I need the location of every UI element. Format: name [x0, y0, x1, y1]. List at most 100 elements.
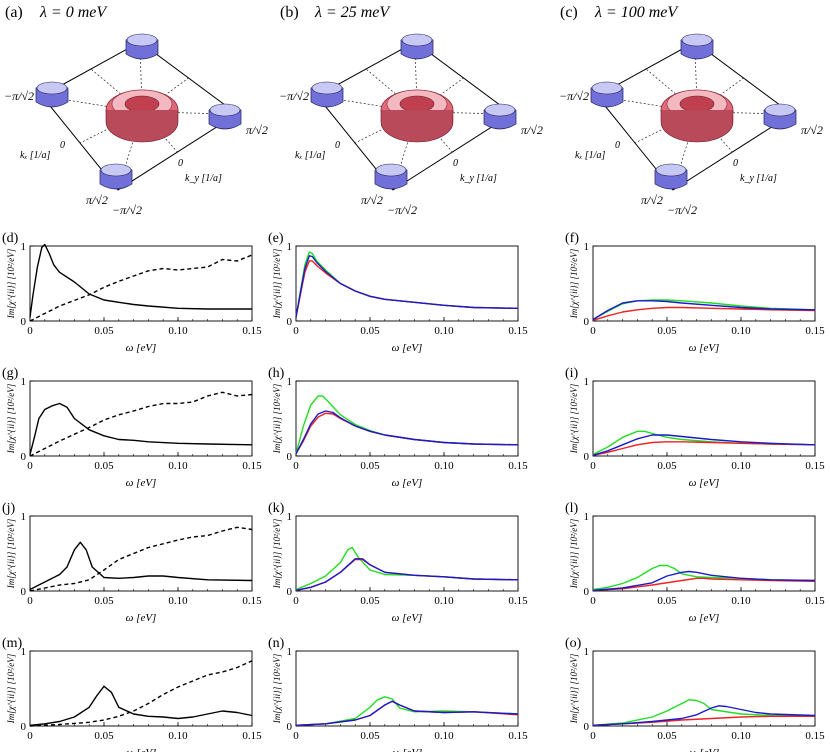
- panel-title: λ = 100 meV: [594, 4, 679, 21]
- y-tick-label: 0: [584, 451, 590, 463]
- x-tick-label: 0.15: [508, 325, 528, 337]
- x-tick-label: 0.05: [94, 595, 114, 607]
- panel-label: (d): [2, 231, 19, 246]
- corner-pocket: [125, 33, 159, 60]
- y-tick-label: 0: [21, 721, 27, 733]
- series-line: [29, 254, 253, 322]
- y-tick-label: 0: [21, 586, 27, 598]
- corner-pocket: [590, 81, 624, 108]
- kx-axis-label: kₓ [1/a]: [20, 150, 50, 161]
- x-axis-label: ω [eV]: [689, 612, 720, 624]
- corner-pocket: [310, 81, 344, 108]
- corner-pocket: [654, 163, 688, 190]
- neg-pi-label: −π/√2: [4, 89, 34, 103]
- panel-label: (l): [565, 501, 579, 516]
- x-tick-label: 0.10: [434, 325, 454, 337]
- series-line: [295, 410, 519, 455]
- pi-label-right: π/√2: [801, 123, 823, 137]
- x-tick-label: 0.10: [168, 460, 188, 472]
- y-tick-label: 1: [21, 376, 27, 388]
- x-tick-label: 0.15: [508, 460, 528, 472]
- x-tick-label: 0.15: [242, 595, 262, 607]
- panel-label: (e): [268, 231, 284, 246]
- neg-pi-label-bottom: −π/√2: [667, 203, 697, 217]
- series-line: [592, 299, 816, 321]
- surface-panel-0: (a)λ = 0 meV−π/√2π/√2π/√2−π/√2kₓ [1/a]k_…: [4, 4, 268, 217]
- neg-pi-label: −π/√2: [279, 89, 309, 103]
- x-tick-label: 0.10: [731, 730, 751, 742]
- y-tick-label: 0: [287, 451, 293, 463]
- surface-panel-2: (c)λ = 100 meV−π/√2π/√2π/√2−π/√2kₓ [1/a]…: [559, 4, 823, 217]
- panel-label: (b): [280, 4, 299, 21]
- x-tick-label: 0: [27, 595, 33, 607]
- y-axis-label: Im[χ^{ii}] [10²/eV]: [569, 653, 579, 724]
- series-line: [592, 564, 816, 591]
- panel-label: (h): [268, 366, 285, 381]
- ky-axis-label: k_y [1/a]: [740, 173, 777, 184]
- y-tick-label: 1: [584, 646, 590, 658]
- panel-label: (a): [5, 4, 23, 21]
- x-tick-label: 0.05: [360, 325, 380, 337]
- series-line: [592, 570, 816, 591]
- x-axis-label: ω [eV]: [126, 342, 157, 354]
- guide-line: [79, 111, 143, 144]
- panel-label: (g): [2, 366, 19, 381]
- plot-frame: [592, 515, 816, 592]
- neg-pi-label: −π/√2: [559, 89, 589, 103]
- series-line: [29, 660, 253, 727]
- y-tick-label: 1: [287, 646, 293, 658]
- plot-frame: [592, 245, 816, 322]
- corner-pocket: [483, 103, 517, 130]
- y-tick-label: 0: [584, 721, 590, 733]
- x-tick-label: 0.05: [657, 730, 677, 742]
- x-tick-label: 0: [590, 460, 596, 472]
- x-axis-label: ω [eV]: [392, 477, 423, 489]
- pi-label-bottom: π/√2: [86, 193, 108, 207]
- pi-label-bottom: π/√2: [641, 193, 663, 207]
- x-tick-label: 0: [293, 595, 299, 607]
- x-tick-label: 0.05: [360, 730, 380, 742]
- x-tick-label: 0.10: [434, 595, 454, 607]
- series-line: [29, 402, 253, 455]
- y-tick-label: 1: [287, 376, 293, 388]
- guide-line: [90, 68, 143, 113]
- corner-pocket: [99, 163, 133, 190]
- x-tick-label: 0.15: [805, 595, 825, 607]
- corner-pocket: [208, 103, 242, 130]
- ky-axis-label: k_y [1/a]: [460, 173, 497, 184]
- panel-label: (j): [2, 501, 16, 516]
- y-tick-label: 0: [21, 316, 27, 328]
- guide-line: [365, 68, 418, 113]
- x-tick-label: 0.10: [168, 730, 188, 742]
- series-line: [592, 577, 816, 591]
- x-tick-label: 0.15: [508, 595, 528, 607]
- kx-zero: 0: [60, 140, 65, 151]
- guide-line: [354, 111, 418, 144]
- x-axis-label: ω [eV]: [126, 477, 157, 489]
- x-axis-label: ω [eV]: [126, 747, 157, 752]
- panel-label: (i): [565, 366, 579, 381]
- neg-pi-label-bottom: −π/√2: [387, 203, 417, 217]
- x-tick-label: 0.05: [657, 325, 677, 337]
- series-line: [295, 700, 519, 726]
- x-tick-label: 0.15: [508, 730, 528, 742]
- x-tick-label: 0.15: [805, 730, 825, 742]
- kx-zero: 0: [615, 140, 620, 151]
- x-tick-label: 0.10: [731, 325, 751, 337]
- corner-pocket: [763, 103, 797, 130]
- y-axis-label: Im[χ^{ii}] [10²/eV]: [569, 248, 579, 319]
- x-tick-label: 0.15: [242, 460, 262, 472]
- series-line: [295, 696, 519, 726]
- corner-pocket: [680, 33, 714, 60]
- panel-label: (c): [560, 4, 578, 21]
- x-tick-label: 0.15: [805, 325, 825, 337]
- x-tick-label: 0: [590, 730, 596, 742]
- neg-pi-label-bottom: −π/√2: [112, 203, 142, 217]
